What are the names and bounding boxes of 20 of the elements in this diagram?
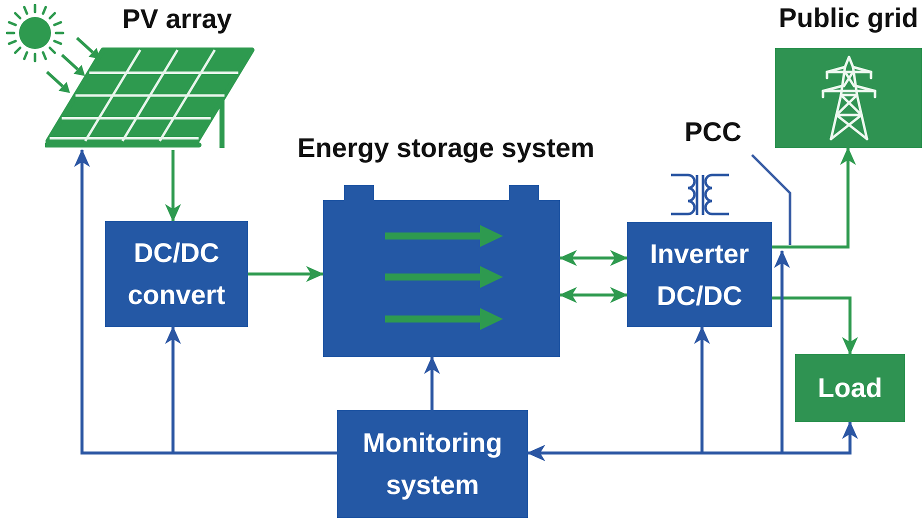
node-heading: PV array	[122, 3, 232, 35]
connector-arrow	[772, 296, 858, 355]
connector-arrow	[248, 266, 324, 282]
block-label: Inverter DC/DC	[650, 238, 750, 312]
connector-arrow	[165, 150, 181, 222]
converter-block	[105, 221, 248, 327]
block-label: Monitoring system	[362, 427, 502, 502]
node-heading: PCC	[684, 116, 742, 148]
connector-arrow	[559, 287, 628, 303]
connector-arrow	[772, 147, 856, 248]
connector-arrow	[424, 356, 440, 410]
inverter-block	[627, 222, 772, 327]
connector-arrow	[165, 326, 337, 454]
monitoring-block	[337, 410, 528, 518]
node-heading: Energy storage system	[297, 132, 595, 164]
node-heading: Public grid	[778, 2, 918, 34]
load-block	[795, 354, 905, 422]
block-label: DC/DC convert	[128, 237, 226, 312]
block-label: Load	[818, 372, 882, 405]
connector-arrow	[559, 250, 628, 266]
